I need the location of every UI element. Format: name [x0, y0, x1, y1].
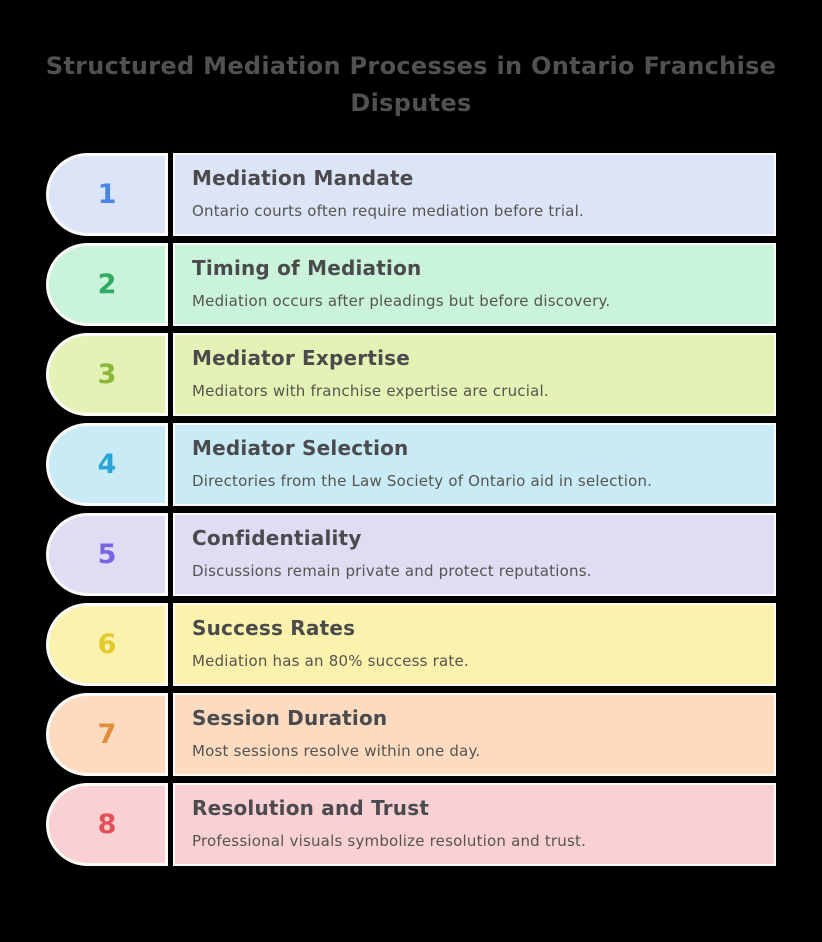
step-row: 4 Mediator Selection Directories from th…: [46, 423, 776, 506]
step-number-badge: 2: [46, 243, 168, 326]
step-title: Resolution and Trust: [192, 796, 430, 820]
step-number: 2: [97, 269, 117, 300]
step-description: Ontario courts often require mediation b…: [192, 202, 584, 220]
step-description: Professional visuals symbolize resolutio…: [192, 832, 587, 850]
step-number-badge: 1: [46, 153, 168, 236]
step-number: 5: [97, 539, 117, 570]
step-number: 6: [97, 629, 117, 660]
step-card: Resolution and Trust Professional visual…: [173, 783, 776, 866]
step-card: Mediation Mandate Ontario courts often r…: [173, 153, 776, 236]
step-row: 8 Resolution and Trust Professional visu…: [46, 783, 776, 866]
step-number: 1: [97, 179, 117, 210]
step-number: 3: [97, 359, 117, 390]
step-title: Success Rates: [192, 616, 356, 640]
step-number-badge: 6: [46, 603, 168, 686]
step-card: Timing of Mediation Mediation occurs aft…: [173, 243, 776, 326]
step-description: Most sessions resolve within one day.: [192, 742, 481, 760]
step-title: Confidentiality: [192, 526, 362, 550]
page-title: Structured Mediation Processes in Ontari…: [45, 52, 777, 118]
step-description: Directories from the Law Society of Onta…: [192, 472, 653, 490]
step-row: 5 Confidentiality Discussions remain pri…: [46, 513, 776, 596]
step-card: Session Duration Most sessions resolve w…: [173, 693, 776, 776]
step-description: Discussions remain private and protect r…: [192, 562, 592, 580]
step-number-badge: 3: [46, 333, 168, 416]
step-row: 3 Mediator Expertise Mediators with fran…: [46, 333, 776, 416]
step-row: 2 Timing of Mediation Mediation occurs a…: [46, 243, 776, 326]
step-card: Mediator Selection Directories from the …: [173, 423, 776, 506]
step-number: 7: [97, 719, 117, 750]
step-card: Mediator Expertise Mediators with franch…: [173, 333, 776, 416]
step-card: Success Rates Mediation has an 80% succe…: [173, 603, 776, 686]
step-row: 1 Mediation Mandate Ontario courts often…: [46, 153, 776, 236]
step-description: Mediation occurs after pleadings but bef…: [192, 292, 611, 310]
step-card: Confidentiality Discussions remain priva…: [173, 513, 776, 596]
step-number-badge: 4: [46, 423, 168, 506]
step-title: Mediation Mandate: [192, 166, 414, 190]
step-number-badge: 8: [46, 783, 168, 866]
step-title: Mediator Selection: [192, 436, 409, 460]
step-number: 8: [97, 809, 117, 840]
step-title: Timing of Mediation: [192, 256, 422, 280]
steps-list: 1 Mediation Mandate Ontario courts often…: [46, 153, 776, 873]
step-number-badge: 5: [46, 513, 168, 596]
step-number-badge: 7: [46, 693, 168, 776]
step-title: Session Duration: [192, 706, 388, 730]
step-description: Mediators with franchise expertise are c…: [192, 382, 549, 400]
step-description: Mediation has an 80% success rate.: [192, 652, 469, 670]
step-row: 7 Session Duration Most sessions resolve…: [46, 693, 776, 776]
step-row: 6 Success Rates Mediation has an 80% suc…: [46, 603, 776, 686]
step-number: 4: [97, 449, 117, 480]
step-title: Mediator Expertise: [192, 346, 411, 370]
